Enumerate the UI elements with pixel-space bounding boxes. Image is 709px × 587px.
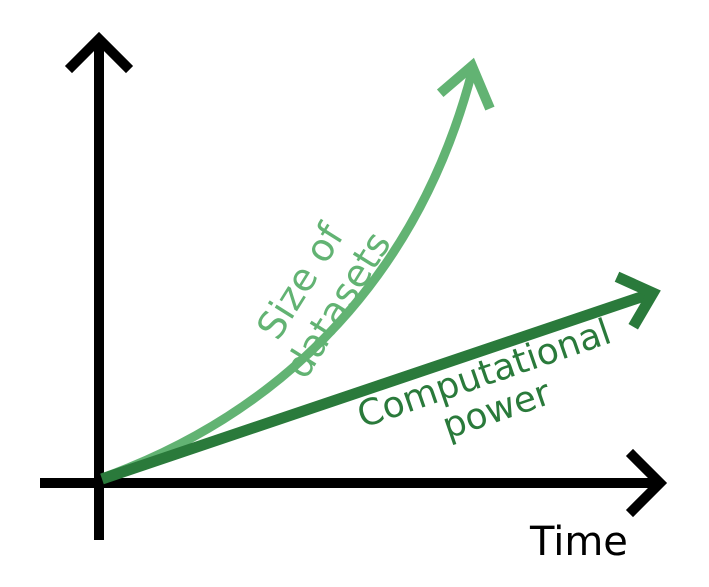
- x-axis-label: Time: [529, 519, 628, 565]
- size-of-datasets-label: Size of datasets: [248, 215, 400, 386]
- computational-power-label: Computational power: [352, 312, 616, 448]
- y-axis: [64, 31, 134, 540]
- size-of-datasets-curve: [100, 57, 495, 483]
- computational-power-line: [100, 271, 661, 485]
- x-axis: [40, 448, 668, 518]
